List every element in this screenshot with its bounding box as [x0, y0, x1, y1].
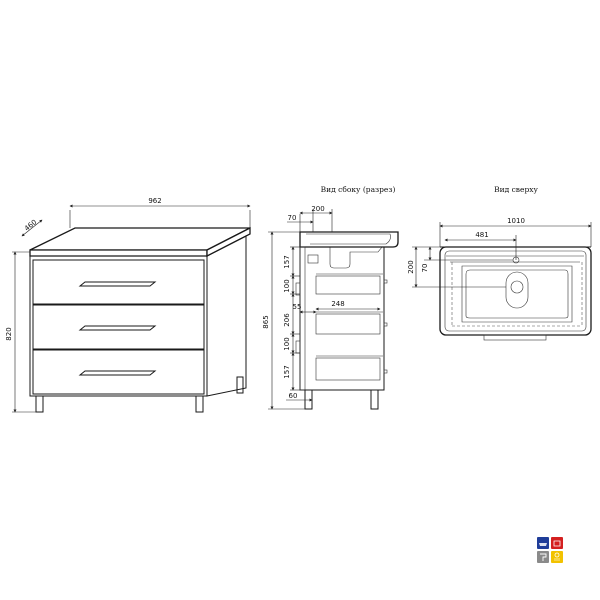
leg — [236, 376, 244, 394]
side-view: Вид сбоку (разрез) 70 200 — [262, 185, 399, 410]
front-depth-label: 460 — [23, 218, 38, 233]
side-inner-depth-label: 248 — [331, 300, 344, 308]
side-top-offset-label: 70 — [288, 214, 297, 222]
top-depth-label: 200 — [407, 260, 415, 273]
brand-logo — [537, 537, 563, 563]
side-drawer-top-label: 157 — [283, 255, 291, 268]
top-width-label: 1010 — [507, 217, 525, 225]
top-view-title: Вид сверху — [494, 185, 538, 194]
drawer-handle — [78, 370, 157, 376]
side-handle-1-label: 100 — [283, 279, 291, 292]
front-height-label: 820 — [5, 327, 13, 340]
side-handle-2-label: 100 — [283, 337, 291, 350]
side-leg — [304, 389, 313, 410]
side-drawer-mid-label: 206 — [283, 313, 291, 327]
front-width-label: 962 — [148, 197, 161, 205]
front-view: 962 460 820 — [5, 197, 251, 413]
leg — [195, 395, 204, 413]
drawer-middle — [32, 304, 205, 350]
side-inset-label: 55 — [293, 303, 302, 311]
drawer-handle — [78, 325, 157, 331]
drawer-top — [32, 259, 205, 305]
sink-icon — [551, 537, 563, 549]
side-total-height-label: 865 — [262, 315, 270, 328]
top-view: Вид сверху 1010 481 — [407, 185, 592, 341]
side-sink-width-label: 200 — [311, 205, 324, 213]
side-leg — [370, 389, 379, 410]
drawer-handle — [78, 281, 157, 287]
faucet-icon — [537, 551, 549, 563]
shower-icon — [551, 551, 563, 563]
leg — [35, 395, 44, 413]
side-drawer-bottom-label: 157 — [283, 365, 291, 378]
drawer-bottom — [32, 349, 205, 395]
bath-icon — [537, 537, 549, 549]
side-leg-label: 60 — [289, 392, 298, 400]
top-offset-label: 70 — [421, 264, 429, 273]
side-view-title: Вид сбоку (разрез) — [321, 185, 396, 194]
top-half-width-label: 481 — [475, 231, 488, 239]
